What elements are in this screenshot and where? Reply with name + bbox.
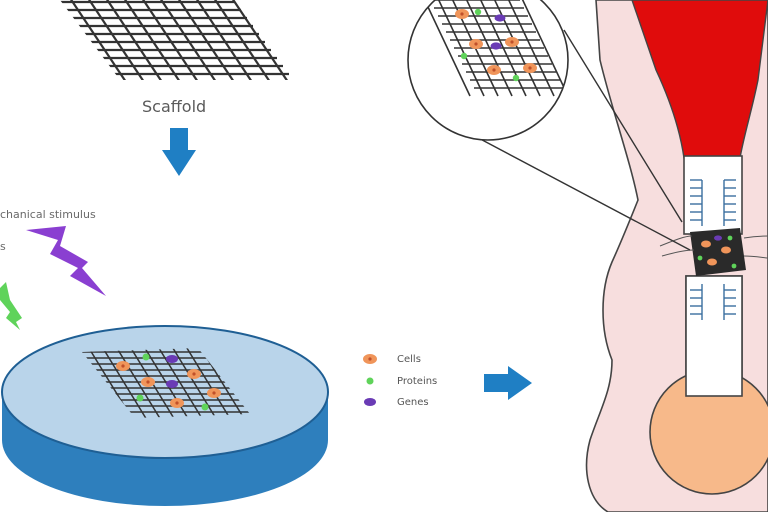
right-arrow-icon [484, 366, 532, 400]
legend-gene-icon [364, 398, 376, 406]
green-lightning-icon [0, 282, 22, 330]
purple-lightning-icon [26, 226, 106, 296]
zoom-callout [407, 0, 691, 251]
legend-label-cells: Cells [397, 354, 421, 365]
legend-protein-icon [366, 377, 374, 385]
legend-label-genes: Genes [397, 397, 429, 408]
legend-cell-icon [363, 354, 377, 364]
leg-anatomy [585, 0, 768, 512]
scaffold-mesh [60, 0, 300, 80]
dish-biomolecules [116, 353, 221, 411]
culture-dish [1, 325, 329, 506]
stimulus-label-fragment: s [0, 240, 6, 253]
mechanical-stimulus-label: chanical stimulus [0, 208, 96, 221]
down-arrow-icon [162, 128, 196, 176]
scaffold-label: Scaffold [142, 97, 207, 116]
legend-label-proteins: Proteins [397, 376, 438, 387]
